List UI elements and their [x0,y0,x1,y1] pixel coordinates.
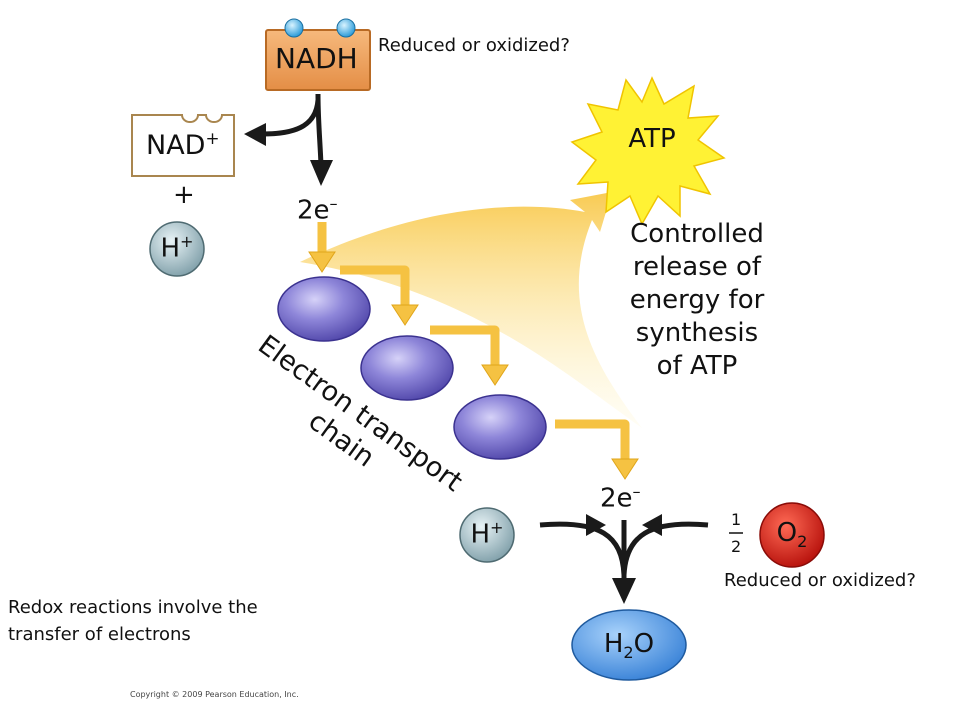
electron-path-arrowheads [308,251,639,480]
nad-label: NAD+ [146,128,220,161]
question-bottom: Reduced or oxidized? [724,570,916,591]
electron-path-arrows [317,222,630,462]
energy-line-3: energy for [629,285,765,315]
electrons-bottom-charge: – [632,482,641,501]
proton-top-base: H [160,233,181,264]
nadh-to-nad-arrow [261,99,321,137]
energy-line-5: of ATP [656,351,738,381]
carrier-2 [360,335,454,401]
electrons-bottom-label: 2e– [600,482,641,514]
caption-line-2: transfer of electrons [8,624,191,645]
nadh-label: NADH [275,42,358,75]
left-inlet-arrowhead [586,514,606,536]
proton-to-water-arrow [539,521,627,576]
proton-bottom-charge: + [490,518,504,537]
proton-top [149,221,205,277]
atp-label: ATP [628,124,676,154]
atp-burst [570,76,726,226]
oxygen-coef-denominator: 2 [731,537,742,556]
nad-box [131,114,235,177]
proton-bottom [459,507,515,563]
nad-base: NAD [146,130,206,161]
carrier-1 [277,276,371,342]
carrier-3 [453,394,547,460]
oxygen-label: O2 [777,518,808,551]
energy-line-2: release of [632,252,762,282]
caption: Redox reactions involve the transfer of … [8,594,258,648]
question-top: Reduced or oxidized? [378,35,570,56]
oxygen-coef-numerator: 1 [731,510,742,529]
energy-line-1: Controlled [630,219,764,249]
caption-line-1: Redox reactions involve the [8,597,258,618]
electron-dot-2 [336,18,356,38]
water-sub: 2 [623,643,634,663]
plus-sign: + [173,180,195,210]
right-inlet-arrowhead [642,514,662,536]
water-arrowhead [612,578,636,604]
water-h: H [603,629,624,659]
nad-arrowhead-left [244,123,266,146]
water-o: O [633,629,655,659]
electrons-top-charge: – [329,194,338,213]
electrons-top-base: 2e [297,195,330,226]
proton-top-charge: + [180,232,194,251]
nad-charge: + [205,128,220,148]
oxygen-atom [759,502,825,568]
energy-release-text: Controlled release of energy for synthes… [630,218,765,383]
proton-top-label: H+ [160,232,193,264]
electrons-top-label: 2e– [297,194,338,226]
proton-bottom-label: H+ [470,518,503,550]
energy-release-fan [300,192,642,428]
oxygen-to-water-arrow [621,521,709,576]
electron-dot-1 [284,18,304,38]
nadh-box [265,29,371,91]
water-molecule [571,609,687,681]
oxygen-sub: 2 [797,532,808,552]
water-label: H2O [604,629,654,662]
electrons-bottom-base: 2e [600,483,633,514]
proton-bottom-base: H [470,519,491,550]
nadh-arrowhead-down [310,160,333,186]
energy-line-4: synthesis [635,318,759,348]
copyright: Copyright © 2009 Pearson Education, Inc. [130,690,299,699]
oxygen-base: O [776,518,798,548]
